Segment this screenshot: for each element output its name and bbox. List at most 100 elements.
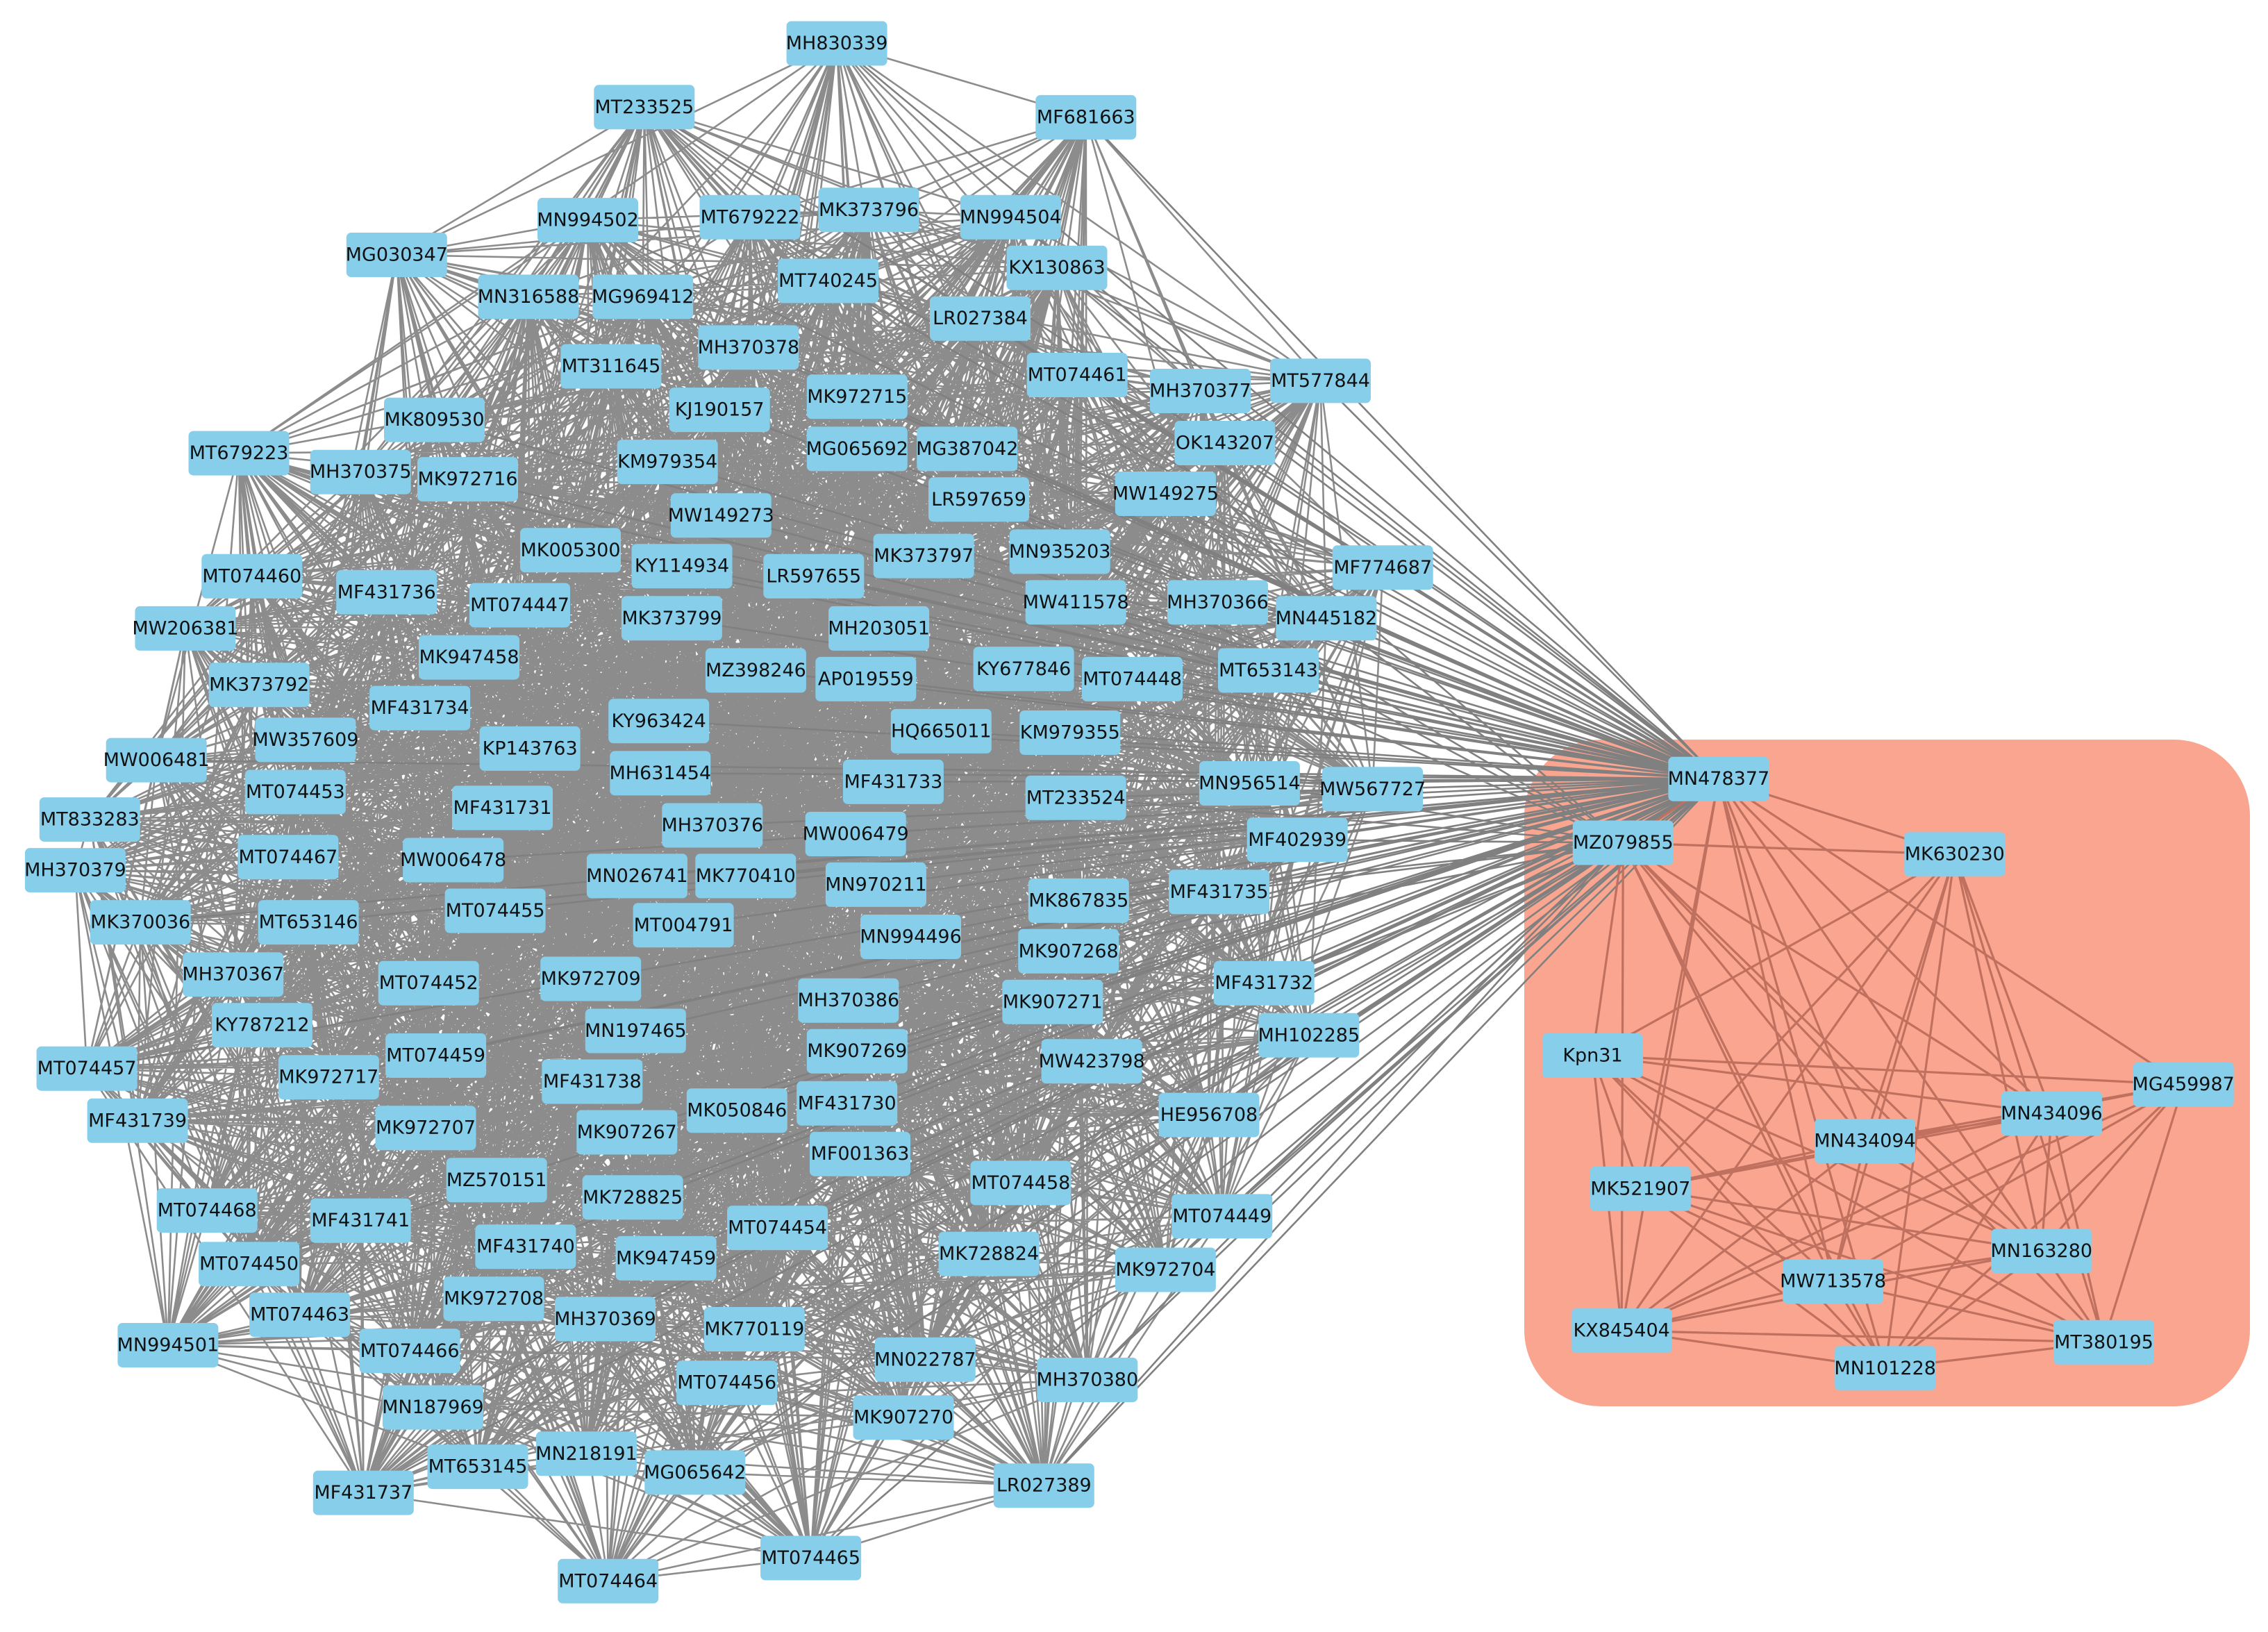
node-mk947458[interactable]: MK947458 (419, 635, 519, 680)
node-mf431730[interactable]: MF431730 (797, 1081, 898, 1126)
node-mg969412[interactable]: MG969412 (592, 274, 694, 319)
node-mn316588[interactable]: MN316588 (478, 274, 580, 319)
cluster-node-mz079855[interactable]: MZ079855 (1572, 820, 1674, 865)
node-mn197465[interactable]: MN197465 (585, 1008, 687, 1054)
node-mt074458[interactable]: MT074458 (970, 1160, 1072, 1206)
node-mn994502[interactable]: MN994502 (537, 197, 639, 242)
node-mw149275[interactable]: MW149275 (1112, 472, 1219, 516)
node-mk005300[interactable]: MK005300 (520, 528, 621, 573)
node-mt653145[interactable]: MT653145 (427, 1444, 528, 1490)
node-mk972717[interactable]: MK972717 (278, 1055, 379, 1100)
cluster-node-mn478377[interactable]: MN478377 (1668, 756, 1770, 801)
node-mn994501[interactable]: MN994501 (117, 1323, 219, 1367)
node-mk972707[interactable]: MK972707 (375, 1106, 476, 1151)
node-mh370386[interactable]: MH370386 (797, 978, 899, 1023)
node-mt074447[interactable]: MT074447 (469, 583, 570, 628)
cluster-node-mn434096[interactable]: MN434096 (2001, 1091, 2103, 1136)
node-mt074449[interactable]: MT074449 (1171, 1194, 1273, 1239)
node-mf681663[interactable]: MF681663 (1035, 94, 1137, 140)
cluster-node-mn434094[interactable]: MN434094 (1814, 1119, 1916, 1163)
node-mf431738[interactable]: MF431738 (542, 1059, 643, 1104)
node-mt074463[interactable]: MT074463 (249, 1292, 351, 1338)
node-mh370377[interactable]: MH370377 (1149, 369, 1251, 413)
node-mk907271[interactable]: MK907271 (1002, 979, 1103, 1024)
node-mt740245[interactable]: MT740245 (778, 258, 879, 303)
node-mh370367[interactable]: MH370367 (182, 952, 284, 997)
node-mt679222[interactable]: MT679222 (699, 194, 801, 240)
node-mh370378[interactable]: MH370378 (698, 325, 800, 370)
node-mh102285[interactable]: MH102285 (1258, 1013, 1360, 1058)
node-mz398246[interactable]: MZ398246 (705, 648, 806, 693)
node-mn935203[interactable]: MN935203 (1009, 529, 1111, 574)
node-mn218191[interactable]: MN218191 (535, 1431, 637, 1476)
node-mn994504[interactable]: MN994504 (960, 194, 1062, 240)
node-mk972715[interactable]: MK972715 (806, 374, 908, 419)
node-mf431734[interactable]: MF431734 (369, 685, 471, 731)
node-mt074453[interactable]: MT074453 (244, 769, 346, 815)
node-mk907268[interactable]: MK907268 (1018, 929, 1119, 974)
node-mw006478[interactable]: MW006478 (400, 838, 506, 883)
node-mh370376[interactable]: MH370376 (661, 803, 763, 848)
cluster-node-mk521907[interactable]: MK521907 (1590, 1166, 1691, 1211)
node-mt679223[interactable]: MT679223 (188, 431, 290, 476)
node-lr597659[interactable]: LR597659 (928, 477, 1029, 522)
node-mh830339[interactable]: MH830339 (786, 21, 888, 66)
node-mk373792[interactable]: MK373792 (208, 663, 310, 708)
node-mn026741[interactable]: MN026741 (586, 854, 688, 899)
node-mh370369[interactable]: MH370369 (554, 1297, 656, 1342)
node-ap019559[interactable]: AP019559 (815, 656, 917, 701)
cluster-node-mw713578[interactable]: MW713578 (1780, 1259, 1886, 1304)
node-mn022787[interactable]: MN022787 (874, 1337, 976, 1382)
node-mt233525[interactable]: MT233525 (594, 85, 695, 130)
node-ky677846[interactable]: KY677846 (973, 647, 1074, 692)
node-lr027384[interactable]: LR027384 (930, 296, 1031, 341)
node-mk947459[interactable]: MK947459 (615, 1235, 717, 1281)
node-mk867835[interactable]: MK867835 (1028, 878, 1129, 923)
node-mw423798[interactable]: MW423798 (1039, 1039, 1145, 1084)
node-mw006479[interactable]: MW006479 (803, 812, 909, 856)
node-mf431735[interactable]: MF431735 (1169, 869, 1270, 915)
node-mf431732[interactable]: MF431732 (1213, 960, 1315, 1006)
node-mt074454[interactable]: MT074454 (727, 1206, 828, 1251)
node-mn956514[interactable]: MN956514 (1199, 761, 1301, 806)
node-mk373799[interactable]: MK373799 (621, 596, 722, 641)
node-mt074452[interactable]: MT074452 (378, 960, 479, 1006)
node-mt074448[interactable]: MT074448 (1082, 656, 1183, 701)
node-lr597655[interactable]: LR597655 (763, 553, 865, 599)
node-mk907269[interactable]: MK907269 (806, 1029, 908, 1074)
node-mg065642[interactable]: MG065642 (644, 1450, 746, 1495)
node-mk373797[interactable]: MK373797 (873, 533, 974, 578)
node-mt074456[interactable]: MT074456 (676, 1360, 778, 1406)
node-mt233524[interactable]: MT233524 (1025, 775, 1126, 820)
node-mf402939[interactable]: MF402939 (1246, 817, 1348, 863)
cluster-node-mn163280[interactable]: MN163280 (1991, 1229, 2093, 1274)
node-mn187969[interactable]: MN187969 (382, 1385, 484, 1430)
node-mh370366[interactable]: MH370366 (1167, 580, 1269, 625)
node-mk050846[interactable]: MK050846 (686, 1088, 787, 1133)
node-mk728824[interactable]: MK728824 (938, 1231, 1040, 1276)
cluster-node-kpn31[interactable]: Kpn31 (1542, 1033, 1643, 1078)
node-mt577844[interactable]: MT577844 (1270, 358, 1371, 403)
node-kx130863[interactable]: KX130863 (1006, 245, 1108, 290)
node-mk373796[interactable]: MK373796 (818, 188, 919, 233)
node-mz570151[interactable]: MZ570151 (446, 1158, 547, 1203)
cluster-node-mg459987[interactable]: MG459987 (2133, 1062, 2235, 1107)
node-kp143763[interactable]: KP143763 (479, 726, 581, 771)
cluster-node-mt380195[interactable]: MT380195 (2053, 1319, 2154, 1365)
node-mt311645[interactable]: MT311645 (560, 344, 662, 389)
node-ky787212[interactable]: KY787212 (211, 1003, 312, 1048)
node-mf431731[interactable]: MF431731 (452, 785, 553, 831)
node-mf431733[interactable]: MF431733 (842, 759, 944, 804)
cluster-node-kx845404[interactable]: KX845404 (1571, 1308, 1672, 1354)
node-mt653146[interactable]: MT653146 (258, 900, 359, 945)
node-mt074464[interactable]: MT074464 (558, 1558, 659, 1604)
node-mk972704[interactable]: MK972704 (1115, 1247, 1216, 1292)
node-mn994496[interactable]: MN994496 (860, 915, 962, 959)
node-hq665011[interactable]: HQ665011 (890, 708, 992, 753)
node-mh203051[interactable]: MH203051 (828, 606, 930, 651)
cluster-node-mn101228[interactable]: MN101228 (1834, 1346, 1936, 1391)
node-mf431736[interactable]: MF431736 (336, 569, 437, 615)
node-mg387042[interactable]: MG387042 (916, 426, 1018, 472)
node-mf431737[interactable]: MF431737 (312, 1470, 414, 1515)
node-mh370375[interactable]: MH370375 (310, 449, 412, 494)
